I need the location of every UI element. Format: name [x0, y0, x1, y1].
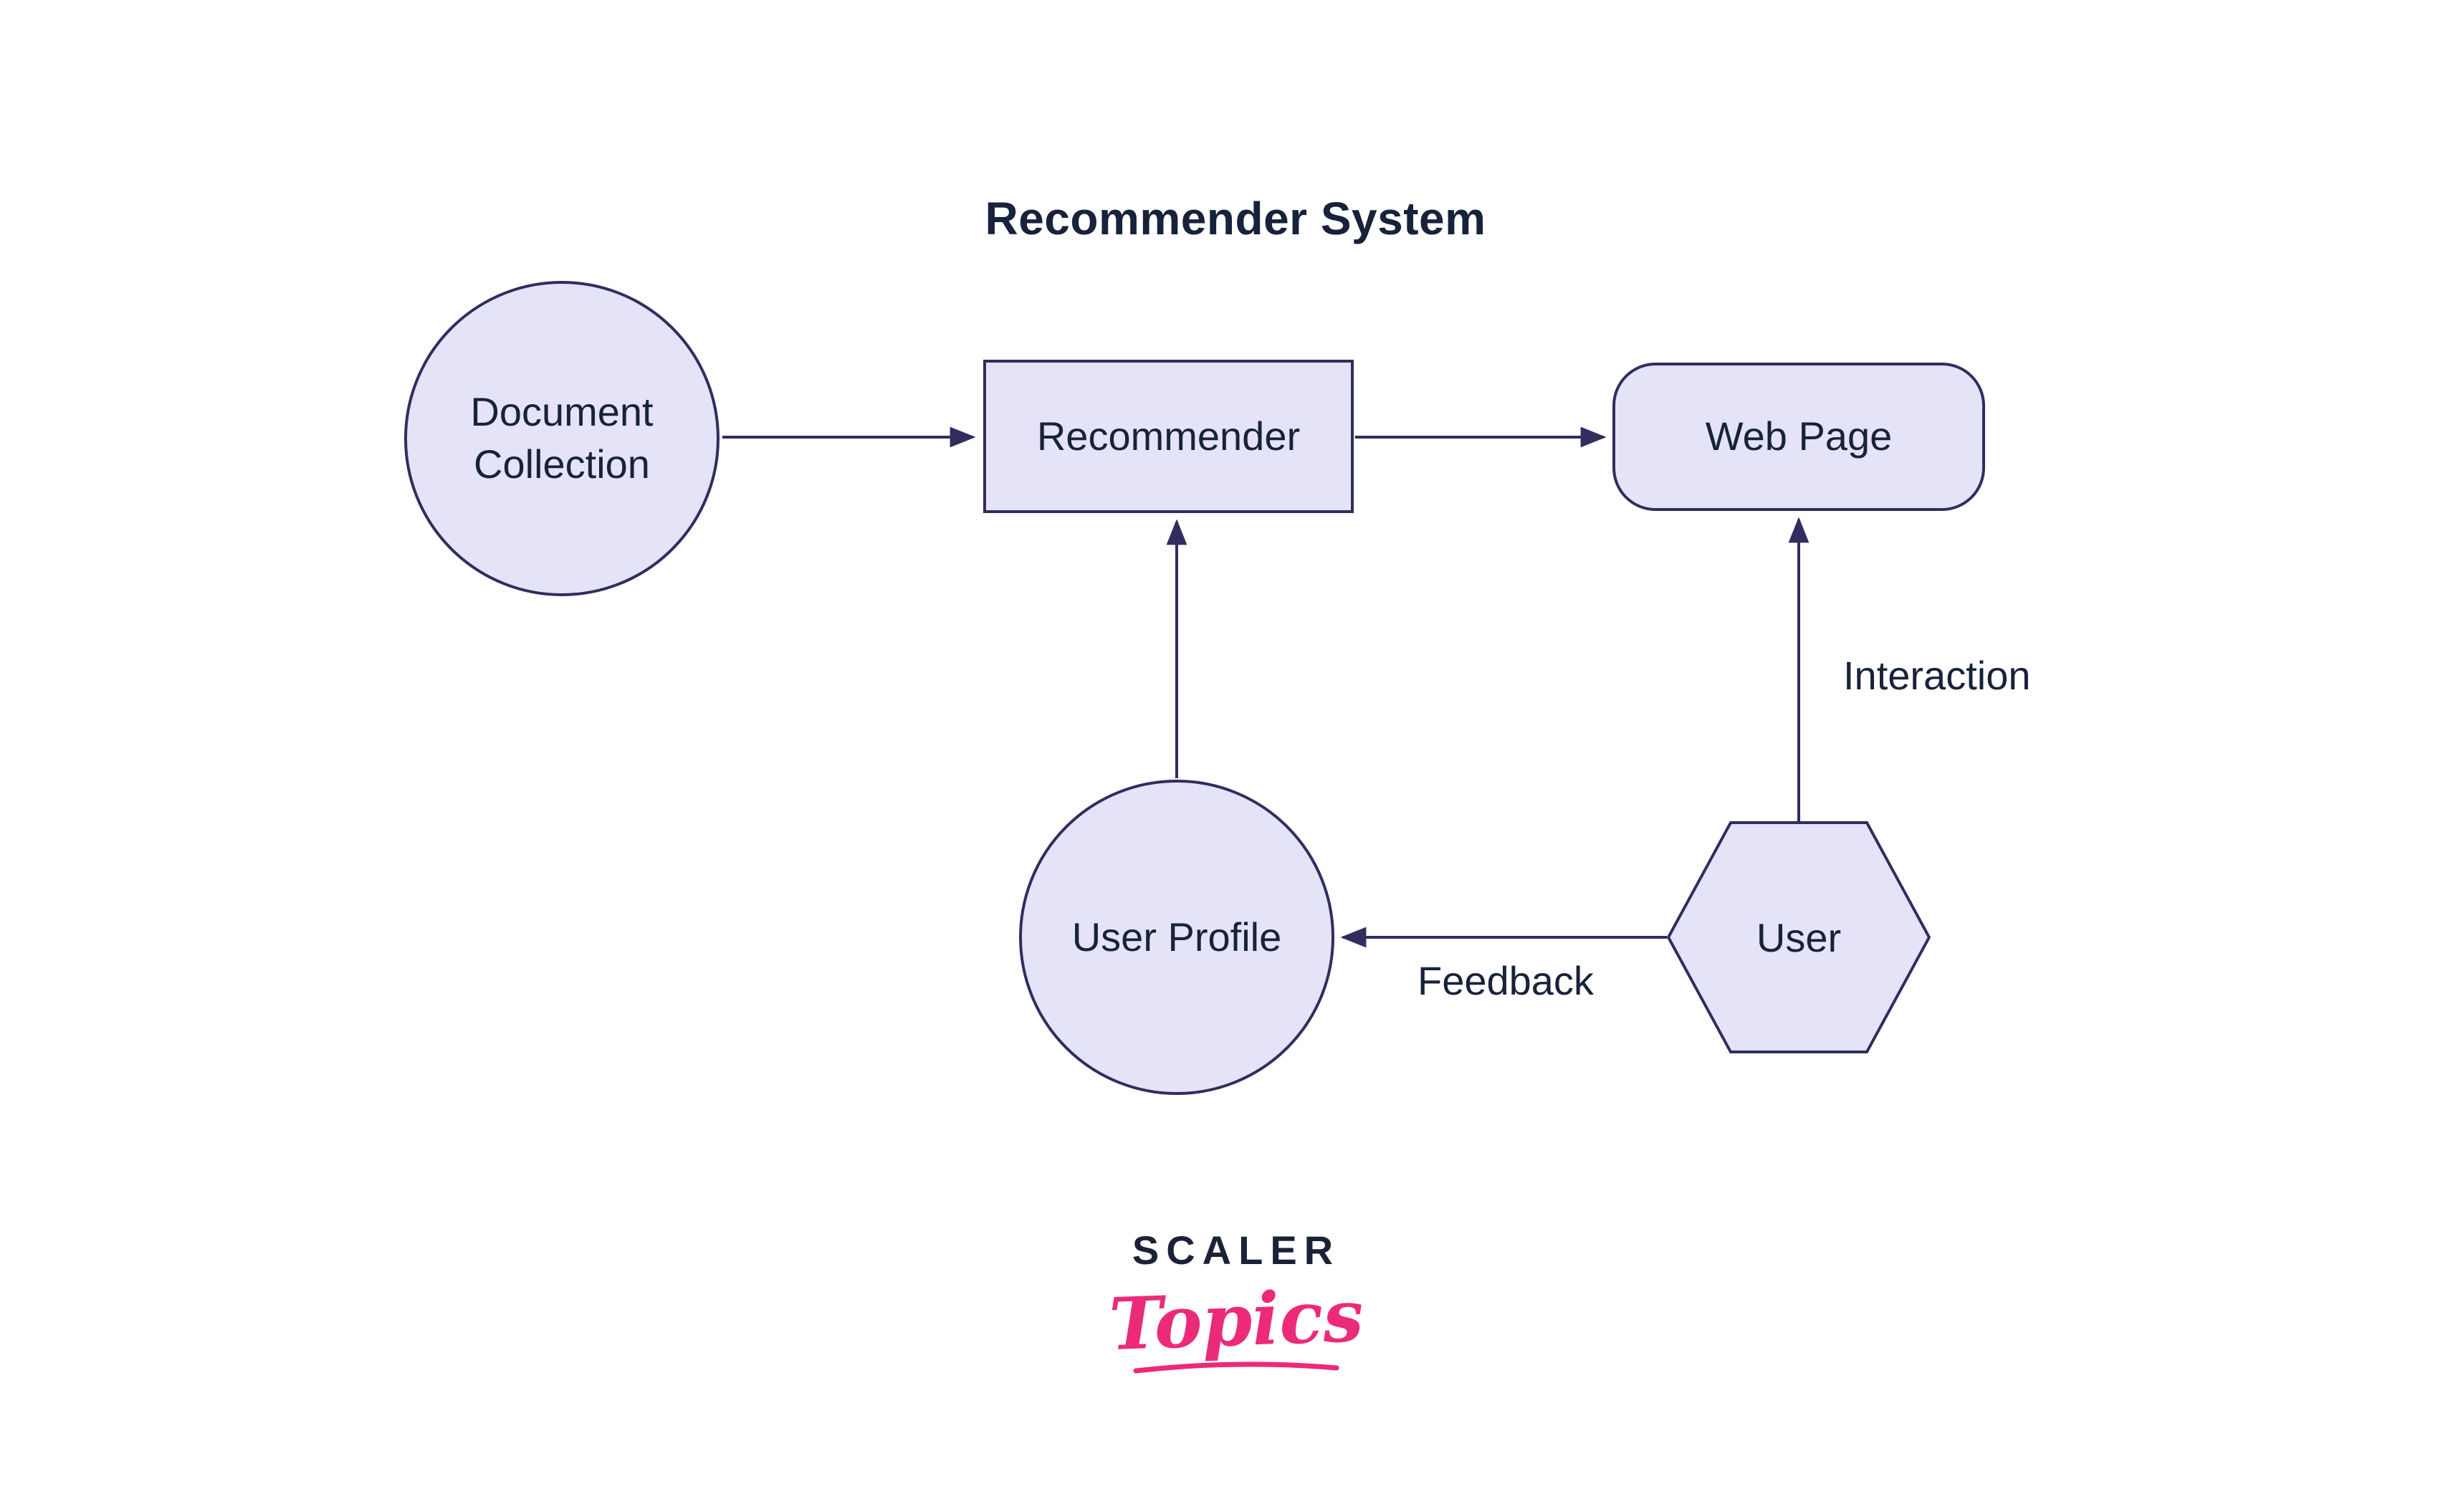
scaler-topics-logo: SCALER Topics — [1018, 1227, 1455, 1379]
logo-scaler-text: SCALER — [1132, 1228, 1341, 1273]
node-recommender-label: Recommender — [1036, 413, 1301, 459]
node-web-page: Web Page — [1612, 363, 1985, 511]
node-recommender: Recommender — [983, 360, 1354, 513]
logo-topics-text: Topics — [1107, 1273, 1365, 1367]
node-document-collection-label: Document Collection — [470, 389, 654, 487]
node-user-profile-label: User Profile — [1071, 914, 1282, 960]
node-user-profile: User Profile — [1019, 780, 1334, 1095]
node-web-page-label: Web Page — [1705, 413, 1893, 459]
diagram-title: Recommender System — [985, 193, 1486, 244]
node-document-collection: Document Collection — [404, 281, 720, 596]
edge-label-interaction: Interaction — [1843, 653, 2031, 698]
node-user-label: User — [1756, 914, 1842, 960]
node-user: User — [1668, 823, 1929, 1052]
logo-underline-flourish — [1133, 1362, 1339, 1374]
edge-label-feedback: Feedback — [1418, 958, 1594, 1003]
